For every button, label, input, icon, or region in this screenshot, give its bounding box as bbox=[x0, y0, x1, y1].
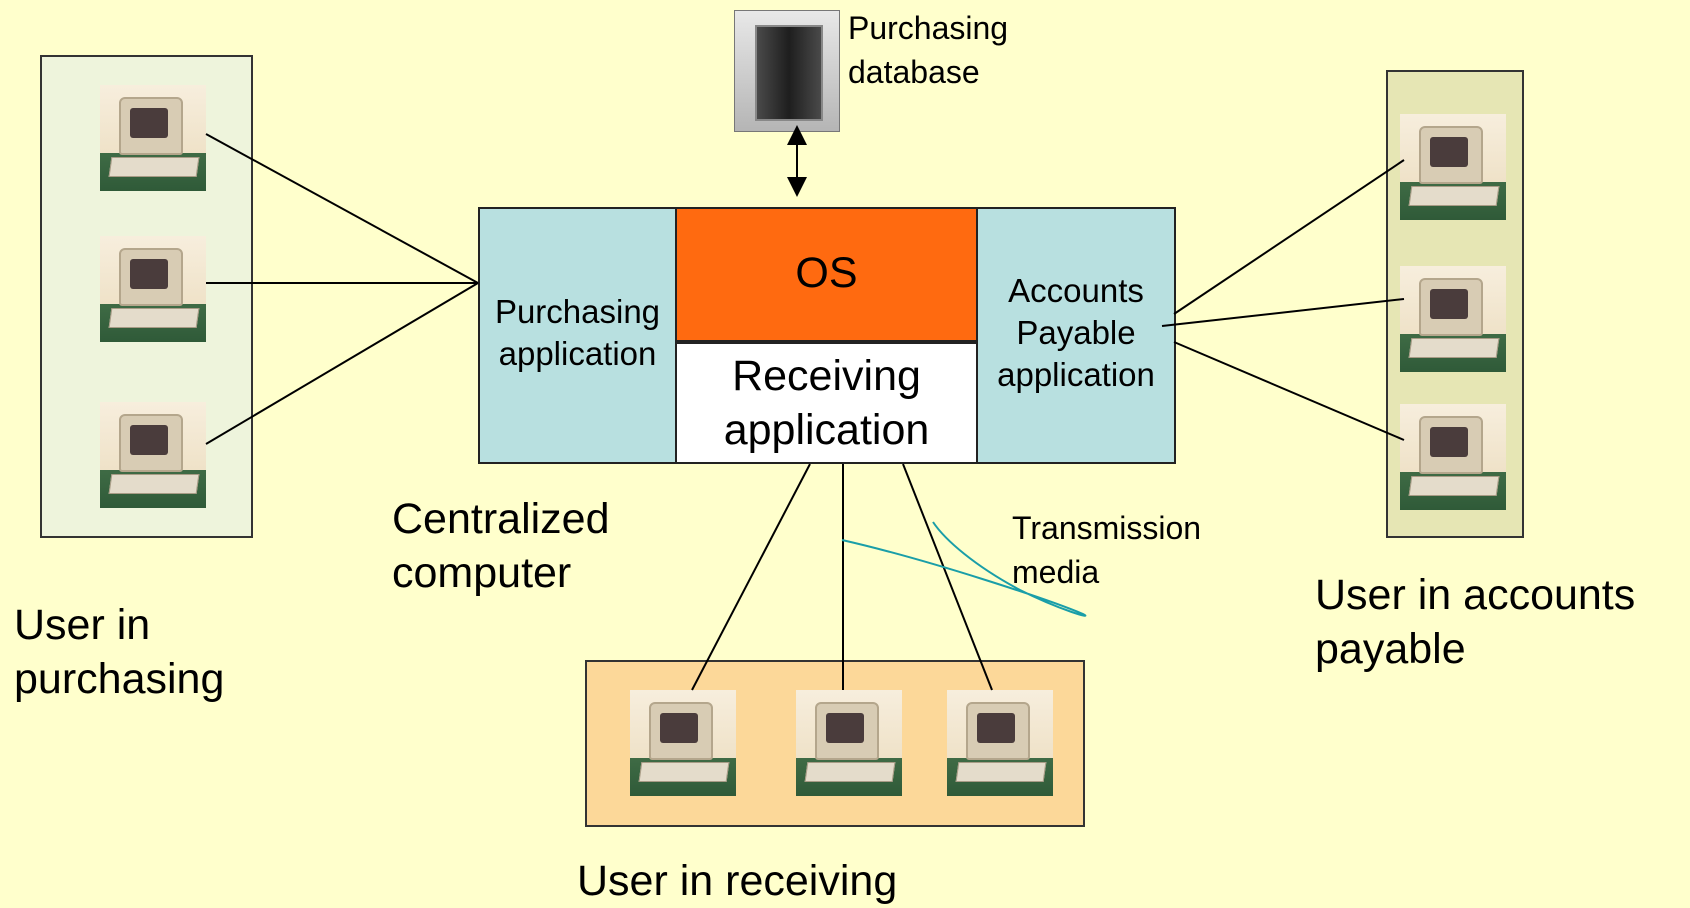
receiving-application-label: Receiving application bbox=[723, 352, 930, 454]
user-in-receiving-label: User in receiving bbox=[577, 857, 898, 905]
centralized-computer-label: Centralized computer bbox=[392, 495, 610, 597]
mainframe-database-icon bbox=[734, 10, 840, 132]
computer-terminal-icon bbox=[796, 690, 902, 796]
computer-terminal-icon bbox=[947, 690, 1053, 796]
computer-terminal-icon bbox=[100, 402, 206, 508]
os-block bbox=[675, 207, 978, 342]
database-label: Purchasing database bbox=[848, 10, 1009, 90]
computer-terminal-icon bbox=[100, 85, 206, 191]
user-in-purchasing-label: User in purchasing bbox=[14, 601, 225, 703]
computer-terminal-icon bbox=[1400, 404, 1506, 510]
computer-terminal-icon bbox=[630, 690, 736, 796]
computer-terminal-icon bbox=[1400, 114, 1506, 220]
computer-terminal-icon bbox=[1400, 266, 1506, 372]
receiving-application-block bbox=[675, 342, 978, 464]
accounts-payable-application-label: Accounts Payable application bbox=[997, 272, 1155, 393]
transmission-media-label: Transmission media bbox=[1012, 510, 1202, 590]
computer-terminal-icon bbox=[100, 236, 206, 342]
user-in-accounts-payable-label: User in accounts payable bbox=[1315, 571, 1636, 673]
os-label: OS bbox=[795, 249, 858, 297]
purchasing-application-label: Purchasing application bbox=[494, 293, 661, 372]
transmission-media-curve bbox=[841, 521, 1087, 617]
